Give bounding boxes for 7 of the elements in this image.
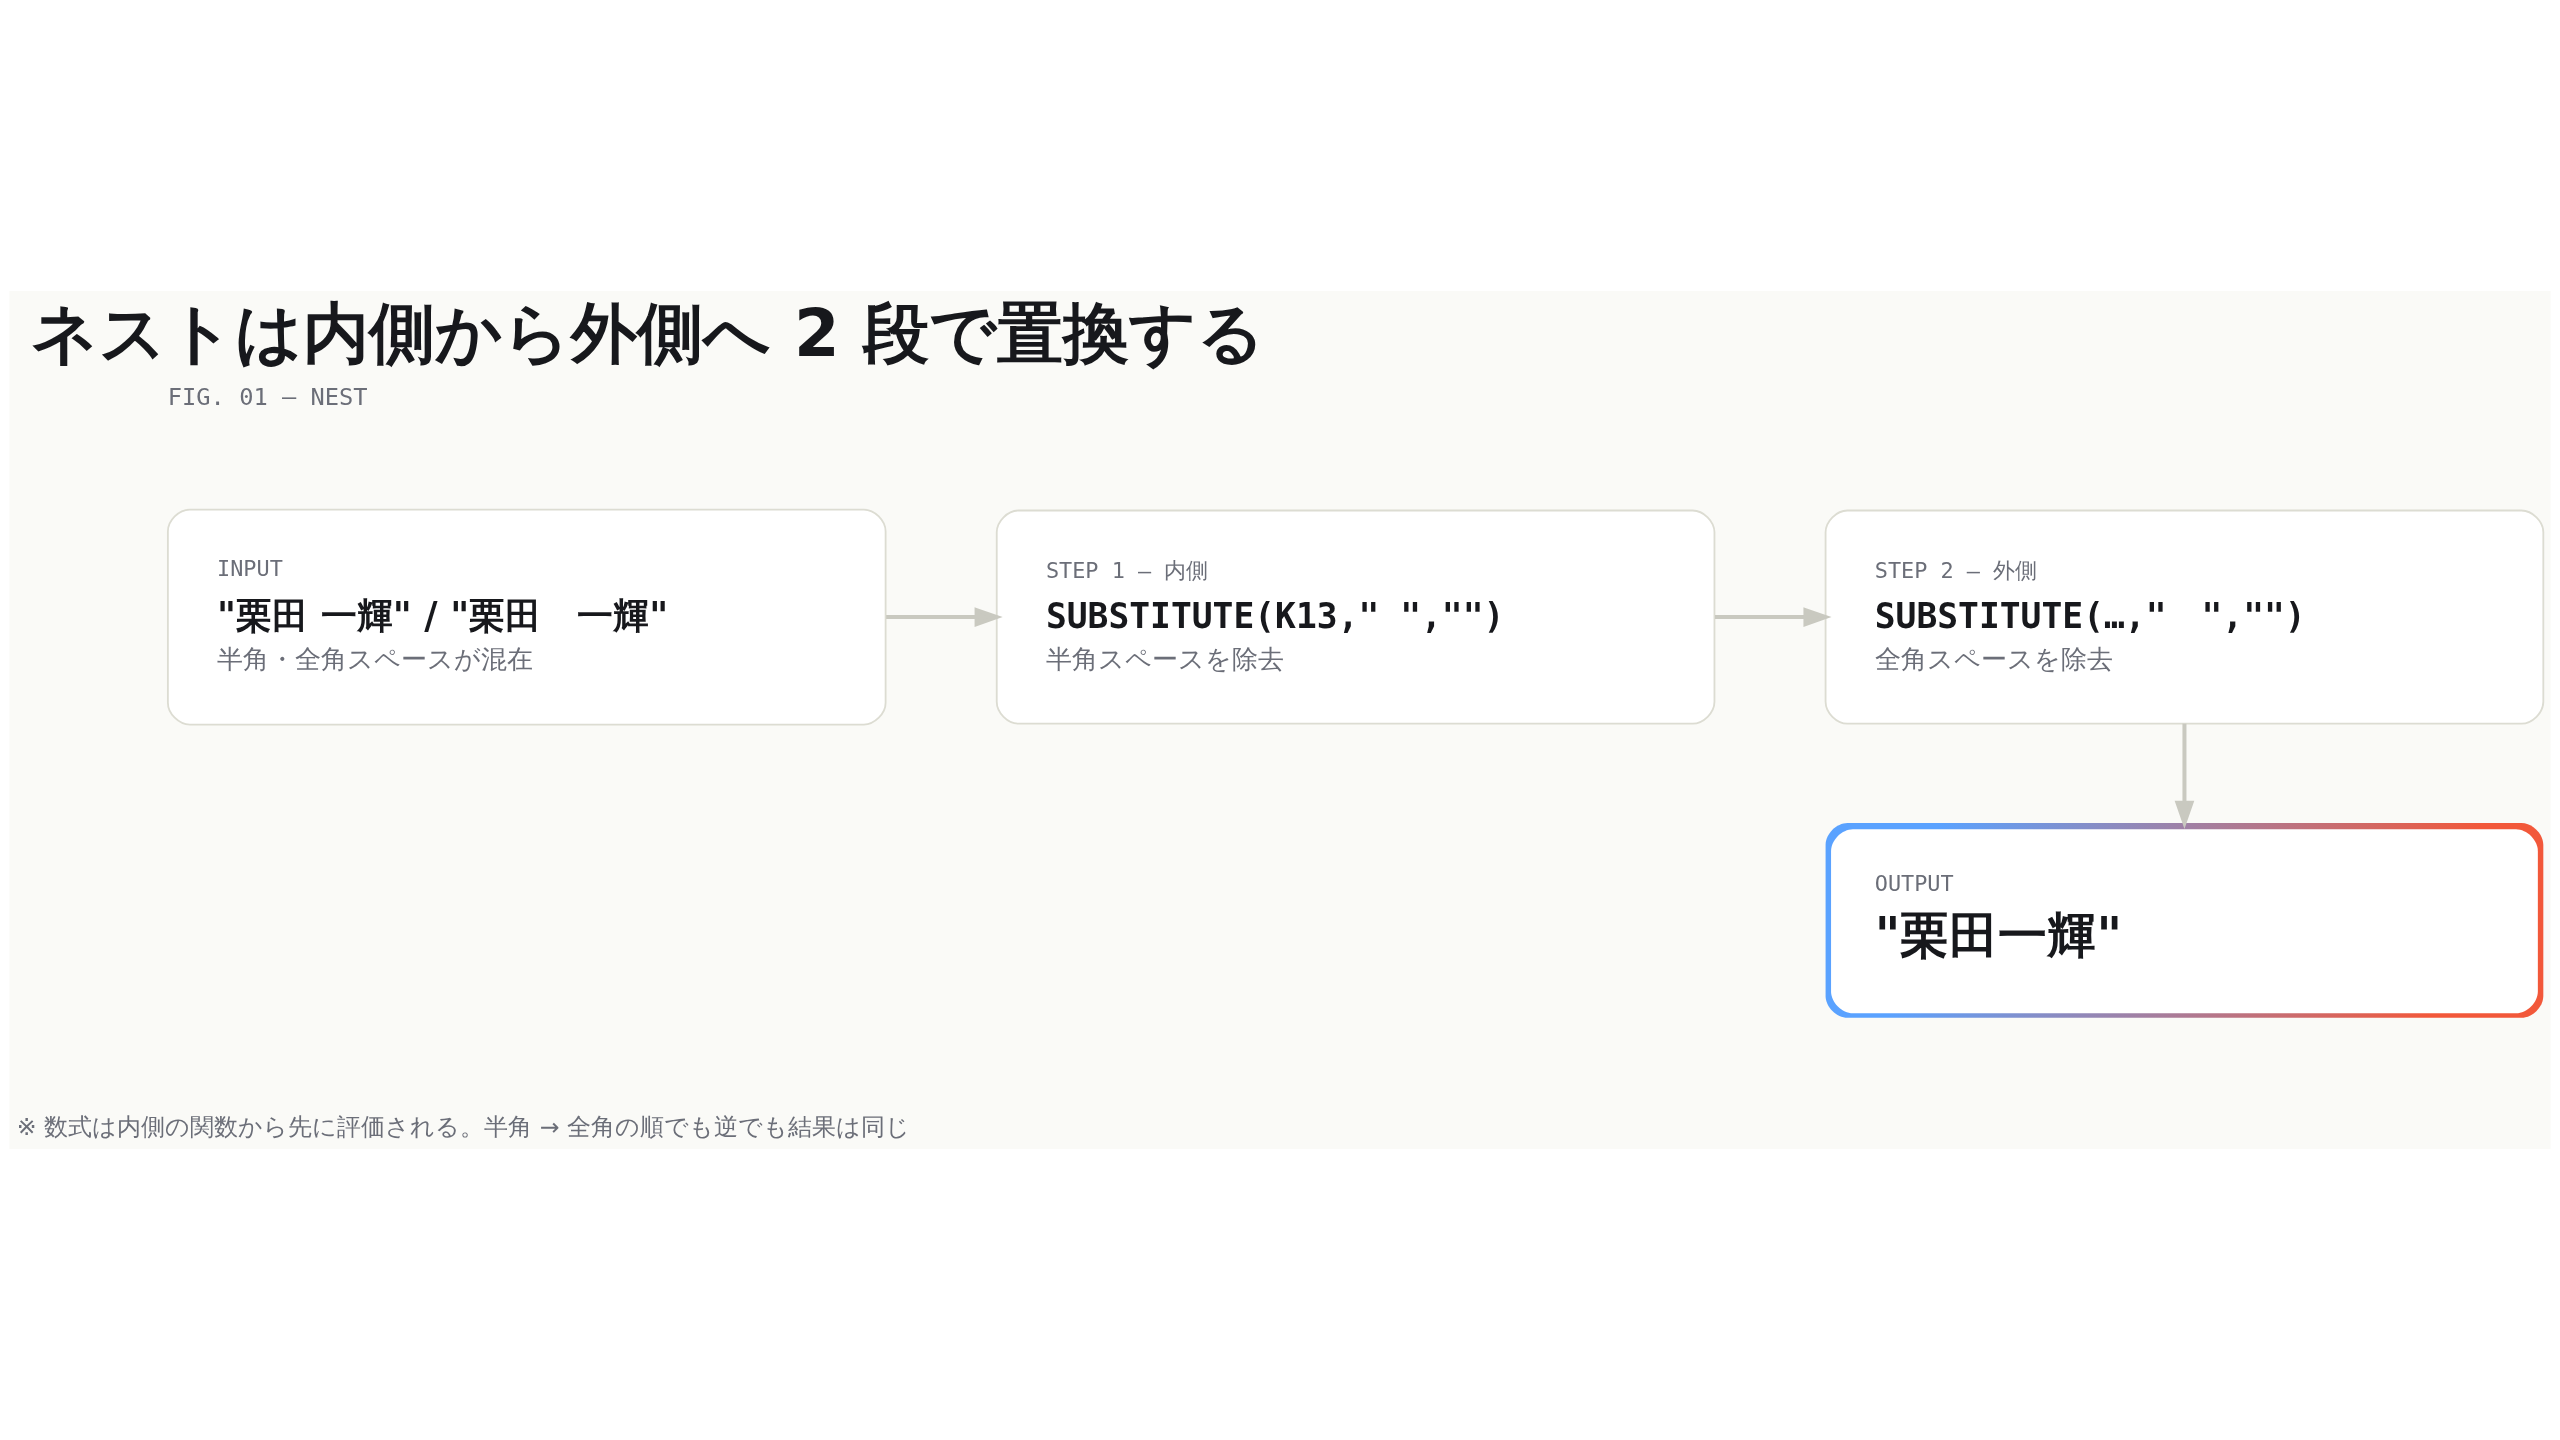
label: ※ 数式は内側の関数から先に評価される。半角 → 全角の順でも逆でも結果は同じ: [16, 1113, 910, 1142]
arrow: [2174, 723, 2195, 829]
label: FIG. 01 — NEST: [167, 382, 368, 411]
diagram-title: ネストは内側から外側へ 2 段で置換する: [31, 295, 1265, 372]
arrow: [1715, 607, 1832, 627]
node-box: OUTPUT "栗田一輝": [1825, 822, 2544, 1018]
arrow: [886, 607, 1003, 627]
